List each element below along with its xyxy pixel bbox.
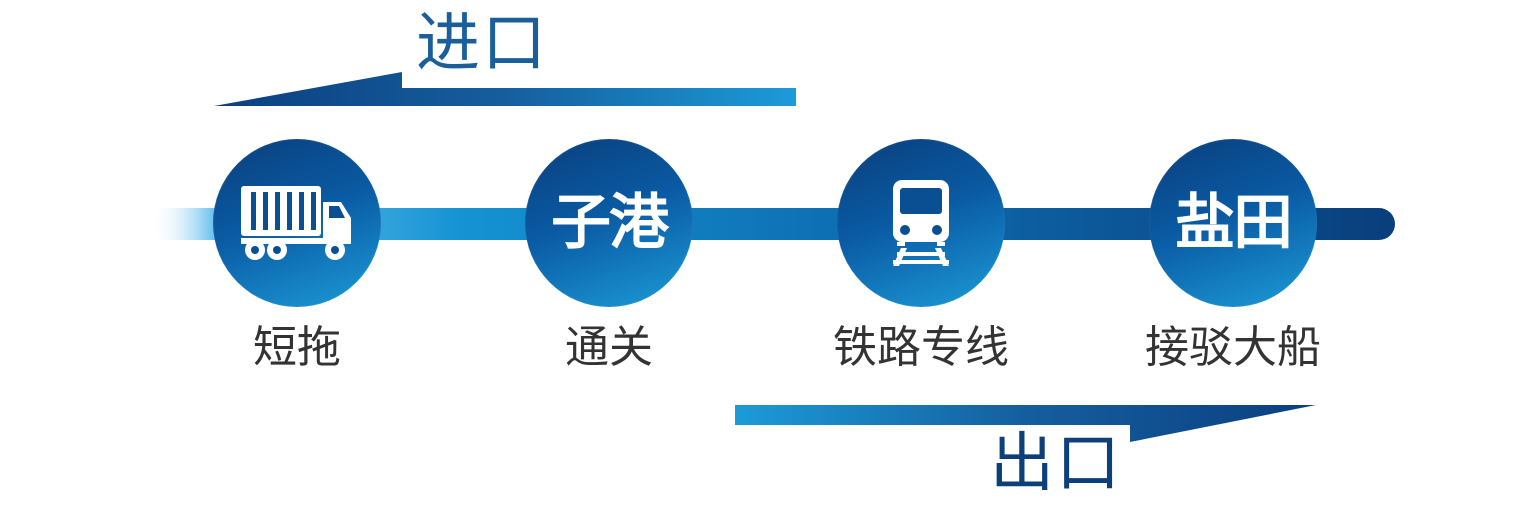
- sub-port-badge: 子港: [551, 188, 669, 258]
- node-yantian: 盐田: [1149, 139, 1317, 307]
- node-rail-line: [837, 139, 1005, 307]
- step-label-rail: 铁路专线: [833, 322, 1009, 373]
- export-arrow: [735, 405, 1316, 442]
- export-label: 出口: [990, 427, 1122, 501]
- main-flow-line: [150, 208, 1395, 240]
- step-label-customs: 通关: [565, 322, 653, 373]
- node-short-haul: [213, 139, 381, 307]
- truck-icon: [241, 186, 351, 260]
- import-label: 进口: [416, 7, 548, 81]
- step-label-feeder: 接驳大船: [1145, 322, 1321, 373]
- node-sub-port: 子港: [525, 139, 693, 307]
- train-icon: [893, 180, 949, 266]
- yantian-badge: 盐田: [1175, 188, 1293, 258]
- import-arrow: [214, 72, 796, 106]
- step-label-short-haul: 短拖: [253, 322, 341, 373]
